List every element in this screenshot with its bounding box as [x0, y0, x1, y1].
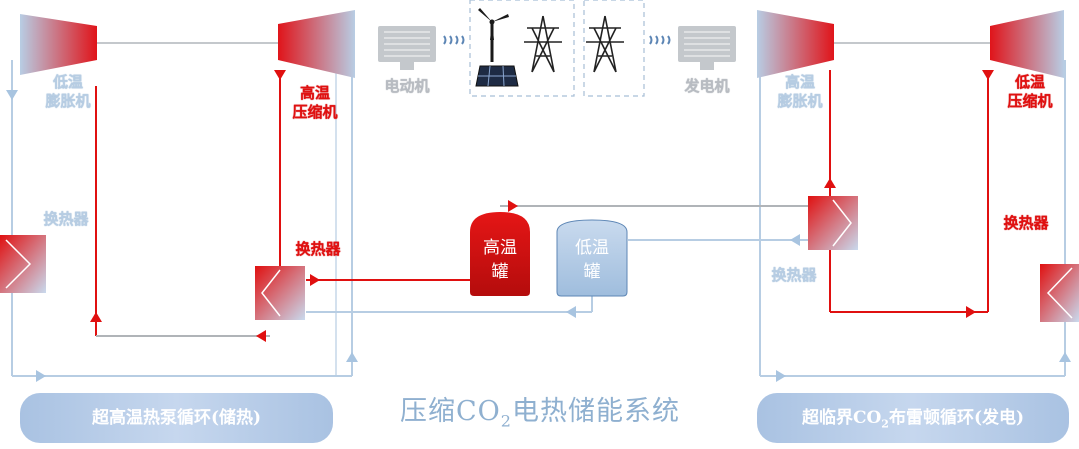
hot-tank-label: 高温罐	[483, 238, 517, 282]
right-cycle-pipes	[500, 42, 1066, 377]
solar-panel-icon	[475, 65, 519, 87]
cold-tank-label: 低温罐	[575, 238, 609, 282]
left-compressor-shape	[278, 10, 355, 78]
hx-left-inner	[255, 266, 305, 320]
right-expander-label: 高温膨胀机	[777, 73, 823, 110]
left-cycle-banner: 超高温热泵循环(储热)	[20, 393, 333, 443]
monitor-icon	[378, 26, 436, 70]
right-hx-inner-label: 换热器	[771, 266, 817, 284]
left-hx-outer-label: 换热器	[43, 210, 89, 228]
left-hx-inner-label: 换热器	[295, 240, 341, 258]
left-compressor-label: 高温压缩机	[292, 84, 338, 121]
flow-arrows	[6, 70, 1071, 382]
left-expander-shape	[20, 14, 97, 75]
cold-tank	[556, 219, 628, 297]
right-cycle-banner: 超临界CO2布雷顿循环(发电)	[757, 393, 1069, 443]
right-hx-outer-label: 换热器	[1003, 214, 1049, 232]
right-compressor-label: 低温压缩机	[1007, 73, 1053, 110]
power-tower-icon	[524, 15, 624, 73]
hx-left-outer	[0, 235, 46, 293]
hx-right-outer	[1040, 264, 1079, 322]
left-cycle-pipes	[11, 42, 592, 377]
hx-right-inner	[808, 196, 858, 250]
right-compressor-shape	[990, 10, 1064, 78]
power-box-right	[583, 0, 645, 97]
right-expander-shape	[757, 10, 834, 78]
main-title: 压缩CO2电热储能系统	[400, 396, 680, 431]
power-box-left	[469, 0, 575, 97]
generator-label: 发电机	[684, 77, 730, 95]
signal-waves	[443, 35, 671, 45]
left-expander-label: 低温膨胀机	[45, 73, 91, 110]
wind-turbine-icon	[478, 8, 509, 62]
generator-icon	[678, 26, 736, 70]
motor-label: 电动机	[384, 77, 430, 95]
hot-tank	[470, 212, 530, 296]
